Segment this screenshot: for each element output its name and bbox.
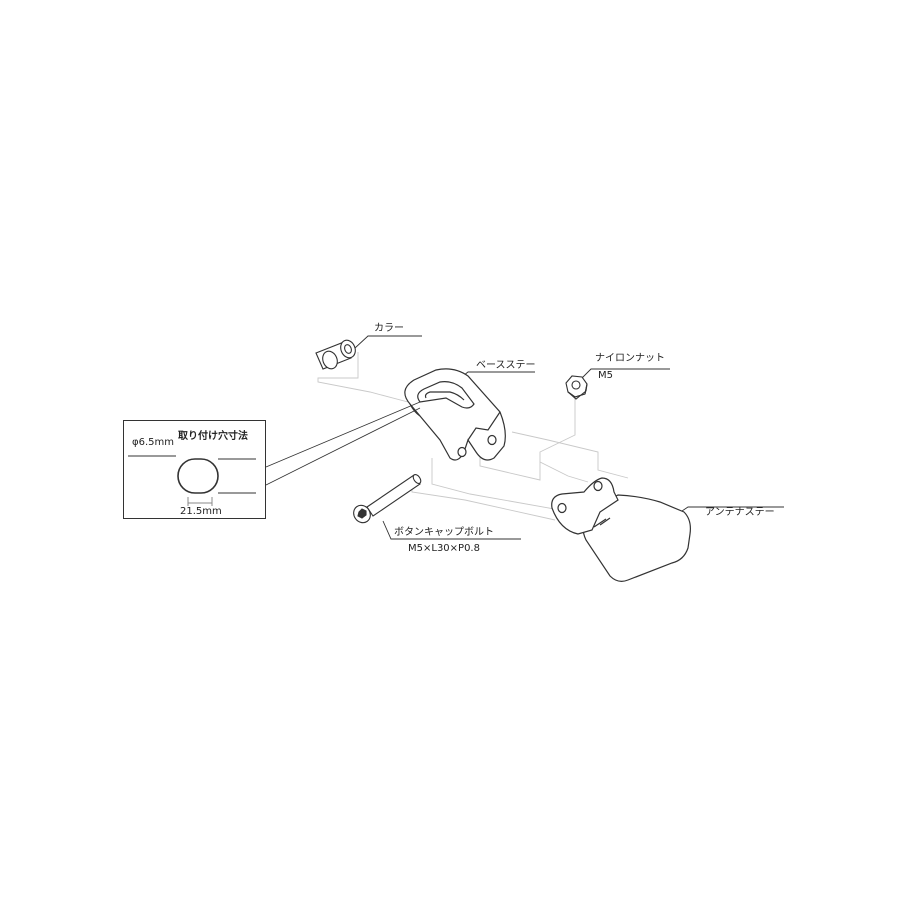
collar-label: カラー xyxy=(374,323,404,334)
mounting-hole-inset: 取り付け穴寸法 φ6.5mm 21.5mm xyxy=(123,420,266,519)
antenna-stay-part xyxy=(551,477,691,582)
nylon-nut-label: ナイロンナット xyxy=(595,353,665,364)
antenna-stay-label: アンテナステー xyxy=(705,507,775,518)
diameter-label: φ6.5mm xyxy=(132,437,174,448)
slot-diagram xyxy=(128,455,256,506)
nylon-nut-part xyxy=(565,375,588,400)
button-cap-bolt-part xyxy=(353,474,422,524)
collar-part xyxy=(315,339,356,370)
base-stay-label: ベースステー xyxy=(476,360,536,371)
nut-size-label: M5 xyxy=(598,370,613,381)
bolt-spec-label: M5×L30×P0.8 xyxy=(408,543,480,554)
inset-title: 取り付け穴寸法 xyxy=(178,431,248,442)
length-label: 21.5mm xyxy=(180,506,222,517)
button-cap-bolt-label: ボタンキャップボルト xyxy=(394,527,494,538)
base-stay-part xyxy=(404,368,506,461)
zoom-lines xyxy=(265,401,421,486)
slot-hole-shape xyxy=(177,458,219,494)
